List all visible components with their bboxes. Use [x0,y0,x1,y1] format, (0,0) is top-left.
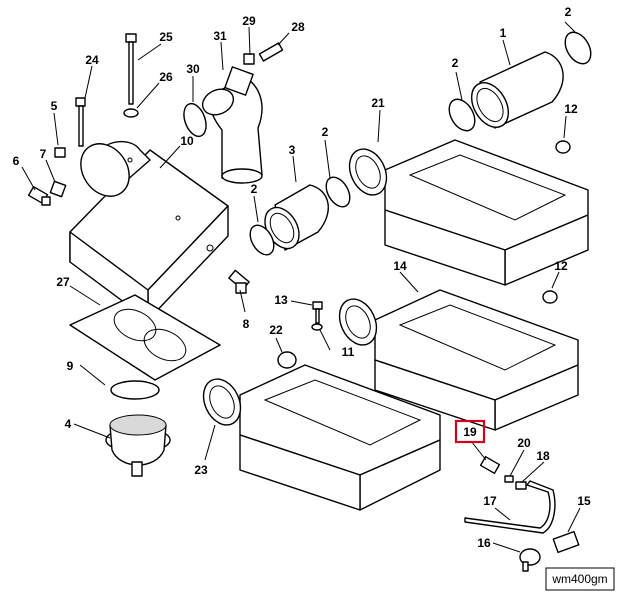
callout-8: 8 [243,317,250,331]
callout-5: 5 [51,99,58,113]
block-part-21 [348,139,589,286]
callout-22: 22 [269,323,283,337]
bolt-part-25 [125,33,137,105]
clip-part-15 [552,530,580,554]
callout-28: 28 [291,20,305,34]
callout-25: 25 [159,30,173,44]
callout-14: 14 [393,259,407,273]
sleeve-part-1 [470,51,564,129]
callout-30: 30 [186,62,200,76]
elbow-part-31 [201,66,263,184]
callout-13: 13 [274,293,288,307]
callout-9: 9 [67,359,74,373]
fitting-part-8 [228,269,250,294]
seal-part-2-b [448,98,476,132]
callout-27: 27 [56,275,70,289]
seal-part-2-d [325,176,351,208]
clip-part-16 [519,548,541,572]
callout-17: 17 [483,494,497,508]
block-part-23 [202,364,441,511]
sleeve-part-3 [264,184,329,251]
callout-11: 11 [342,345,355,359]
callout-2: 2 [565,5,572,19]
callout-4: 4 [65,417,72,431]
seal-part-2-a [564,31,592,65]
seal-part-30 [183,102,207,138]
callout-18: 18 [536,449,550,463]
callout-10: 10 [180,134,194,148]
seal-part-2-c [249,224,275,256]
washer-part-26 [123,108,139,118]
callout-12: 12 [564,102,578,116]
callout-16: 16 [477,536,491,550]
callout-12: 12 [554,259,568,273]
callout-29: 29 [242,14,256,28]
callout-15: 15 [577,494,591,508]
callout-23: 23 [194,463,208,477]
tube-part-17 [464,480,556,534]
nut-part-20 [504,475,514,483]
plug-part-7 [49,180,67,198]
bolt-part-24 [75,97,86,147]
callout-3: 3 [289,143,296,157]
plug-part-22 [277,351,297,369]
callout-26: 26 [159,70,173,84]
fitting-part-6 [27,185,51,206]
callout-7: 7 [40,147,47,161]
callout-20: 20 [517,436,531,450]
bolt-part-13 [312,301,323,324]
nut-part-29 [243,53,255,65]
fitting-part-19 [479,455,501,475]
callout-labels: 1 2 2 2 2 3 4 5 6 7 8 9 10 11 12 12 13 1… [13,5,591,550]
callout-31: 31 [213,29,227,43]
callout-24: 24 [85,53,99,67]
callout-1: 1 [500,26,507,40]
seal-part-9 [110,380,160,400]
highlight-box-callout-19 [454,419,486,444]
plug-part-12-b [542,290,558,304]
callout-19: 19 [463,425,477,439]
plug-part-12-a [555,140,571,154]
callout-21: 21 [371,96,385,110]
callout-2: 2 [251,182,258,196]
plug-part-5 [54,147,66,158]
gasket-part-27 [69,294,221,381]
fitting-part-28 [258,42,284,62]
thermostat-part-4 [105,414,171,477]
callout-6: 6 [13,154,20,168]
block-part-14 [338,289,579,431]
callout-2: 2 [322,125,329,139]
figure-code: wm400gm [551,572,607,586]
washer-part-11 [311,323,323,331]
leader-lines [21,21,581,553]
callout-2: 2 [452,56,459,70]
figure-code-box: wm400gm [545,567,615,591]
housing-part-10 [69,140,229,321]
fitting-part-18 [515,481,527,490]
